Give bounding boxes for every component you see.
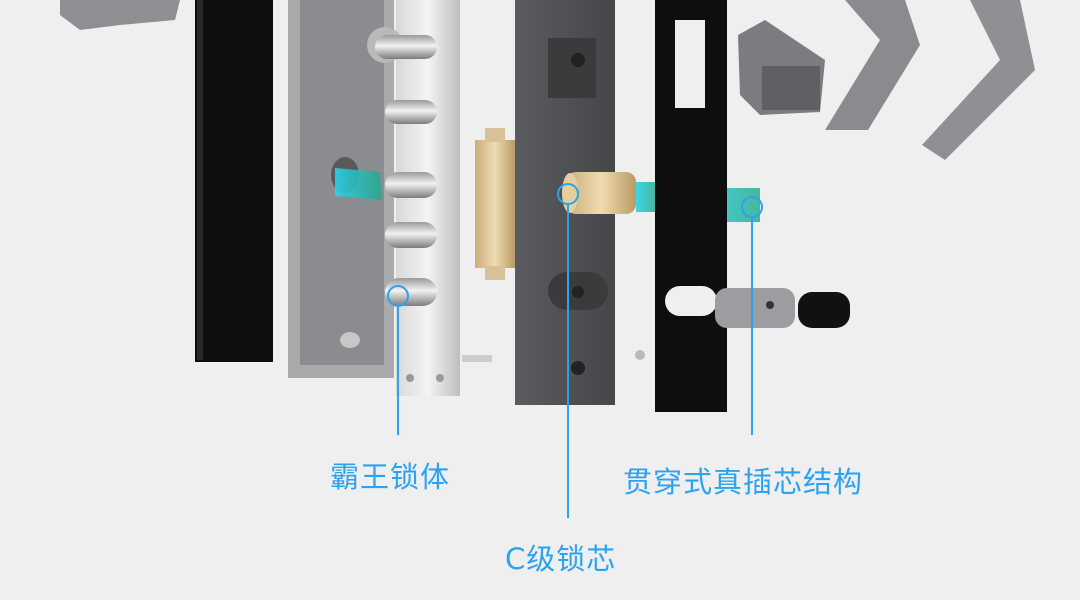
screw bbox=[635, 350, 645, 360]
handle-fragment-left bbox=[60, 0, 180, 30]
callout-label-lock-cylinder: C级锁芯 bbox=[505, 542, 617, 576]
rear-module bbox=[738, 20, 825, 115]
callout-lock-cylinder-marker bbox=[557, 183, 579, 518]
callout-label-through-core: 贯穿式真插芯结构 bbox=[623, 465, 864, 499]
latch-box bbox=[475, 128, 515, 280]
front-glass-panel bbox=[195, 0, 273, 362]
rear-glass-panel bbox=[655, 0, 727, 412]
callout-through-core-marker bbox=[741, 196, 763, 435]
handle-bracket bbox=[825, 0, 920, 130]
lock-body-faceplate bbox=[367, 0, 492, 396]
lock-cylinder-part bbox=[562, 172, 636, 214]
rear-handle bbox=[922, 0, 1035, 160]
callout-label-lock-body: 霸王锁体 bbox=[330, 460, 451, 494]
callout-lock-body-marker bbox=[387, 285, 409, 435]
knob-module bbox=[715, 288, 850, 328]
